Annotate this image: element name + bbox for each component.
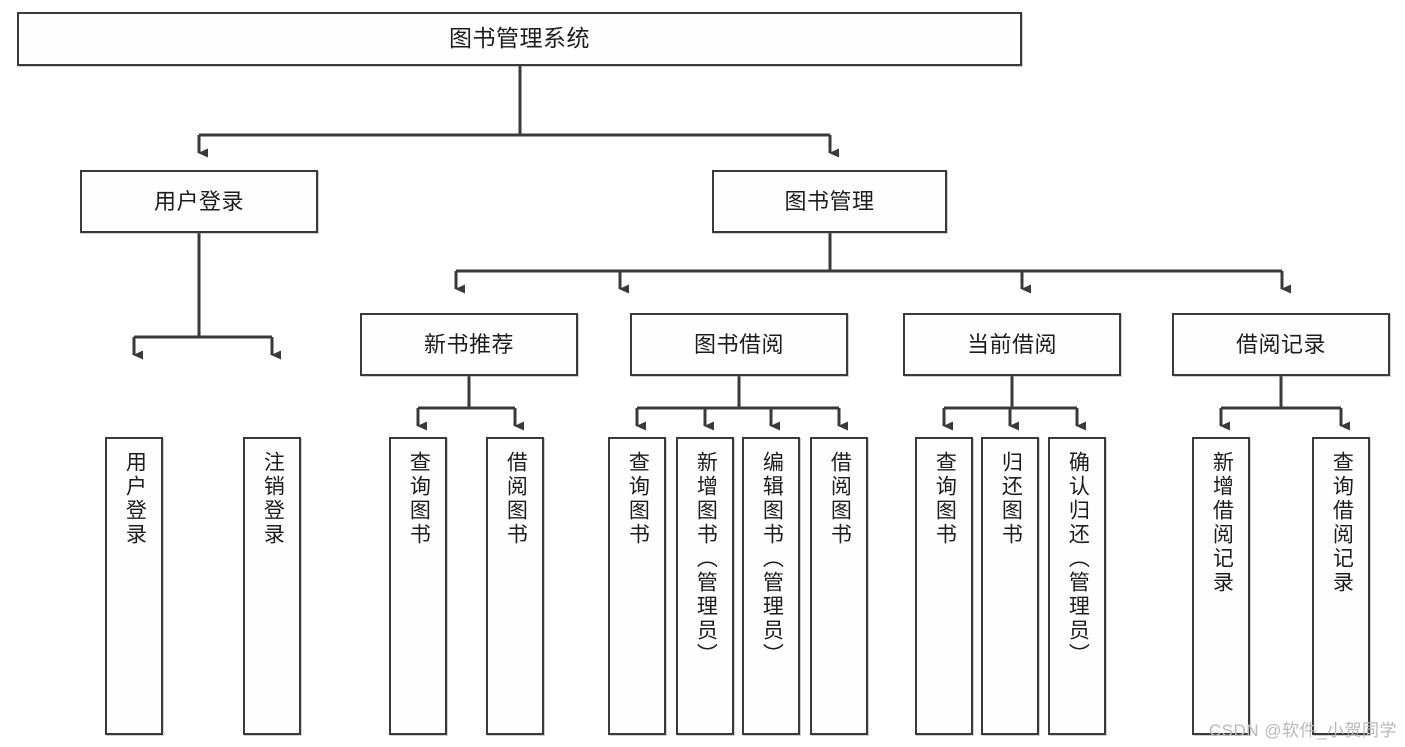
leaf-add-borrowing-record[interactable]: 新增借阅记录 bbox=[1192, 437, 1250, 735]
leaf-edit-book-admin[interactable]: 编辑图书（管理员） bbox=[742, 437, 800, 735]
node-label: 新增借阅记录 bbox=[1210, 451, 1234, 595]
leaf-query-books-borrowing[interactable]: 查询图书 bbox=[608, 437, 666, 735]
node-label: 注销登录 bbox=[261, 451, 285, 547]
node-label: 查询图书 bbox=[407, 451, 431, 547]
leaf-confirm-return-admin[interactable]: 确认归还（管理员） bbox=[1048, 437, 1106, 735]
edge-paths bbox=[132, 66, 1350, 431]
leaf-query-books-recommendation[interactable]: 查询图书 bbox=[389, 437, 447, 735]
node-label: 查询图书 bbox=[933, 451, 957, 547]
leaf-borrow-books-recommendation[interactable]: 借阅图书 bbox=[486, 437, 544, 735]
node-user-login[interactable]: 用户登录 bbox=[80, 170, 318, 233]
node-new-book-recommendation[interactable]: 新书推荐 bbox=[360, 313, 578, 376]
leaf-query-borrowing-record[interactable]: 查询借阅记录 bbox=[1312, 437, 1370, 735]
node-label: 查询图书 bbox=[626, 451, 650, 547]
node-label: 用户登录 bbox=[153, 188, 244, 214]
node-book-management[interactable]: 图书管理 bbox=[712, 170, 947, 233]
node-borrowing-records[interactable]: 借阅记录 bbox=[1172, 313, 1390, 376]
node-label: 归还图书 bbox=[999, 451, 1023, 547]
node-label: 编辑图书（管理员） bbox=[760, 451, 784, 667]
leaf-query-books-current[interactable]: 查询图书 bbox=[915, 437, 973, 735]
leaf-logout[interactable]: 注销登录 bbox=[243, 437, 301, 735]
leaf-borrow-books[interactable]: 借阅图书 bbox=[810, 437, 868, 735]
node-label: 图书管理系统 bbox=[449, 25, 590, 52]
node-label: 借阅记录 bbox=[1235, 331, 1326, 357]
leaf-user-login[interactable]: 用户登录 bbox=[105, 437, 163, 735]
node-label: 借阅图书 bbox=[828, 451, 852, 547]
node-current-borrowing[interactable]: 当前借阅 bbox=[903, 313, 1121, 376]
leaf-return-books[interactable]: 归还图书 bbox=[981, 437, 1039, 735]
node-label: 新增图书（管理员） bbox=[694, 451, 718, 667]
node-book-management-system[interactable]: 图书管理系统 bbox=[17, 12, 1022, 66]
leaf-add-book-admin[interactable]: 新增图书（管理员） bbox=[676, 437, 734, 735]
node-label: 查询借阅记录 bbox=[1330, 451, 1354, 595]
node-label: 图书管理 bbox=[784, 188, 875, 214]
node-label: 确认归还（管理员） bbox=[1066, 451, 1090, 667]
node-label: 用户登录 bbox=[123, 451, 147, 547]
node-label: 当前借阅 bbox=[966, 331, 1057, 357]
node-label: 图书借阅 bbox=[693, 331, 784, 357]
node-label: 借阅图书 bbox=[504, 451, 528, 547]
node-label: 新书推荐 bbox=[423, 331, 514, 357]
node-book-borrowing[interactable]: 图书借阅 bbox=[630, 313, 848, 376]
